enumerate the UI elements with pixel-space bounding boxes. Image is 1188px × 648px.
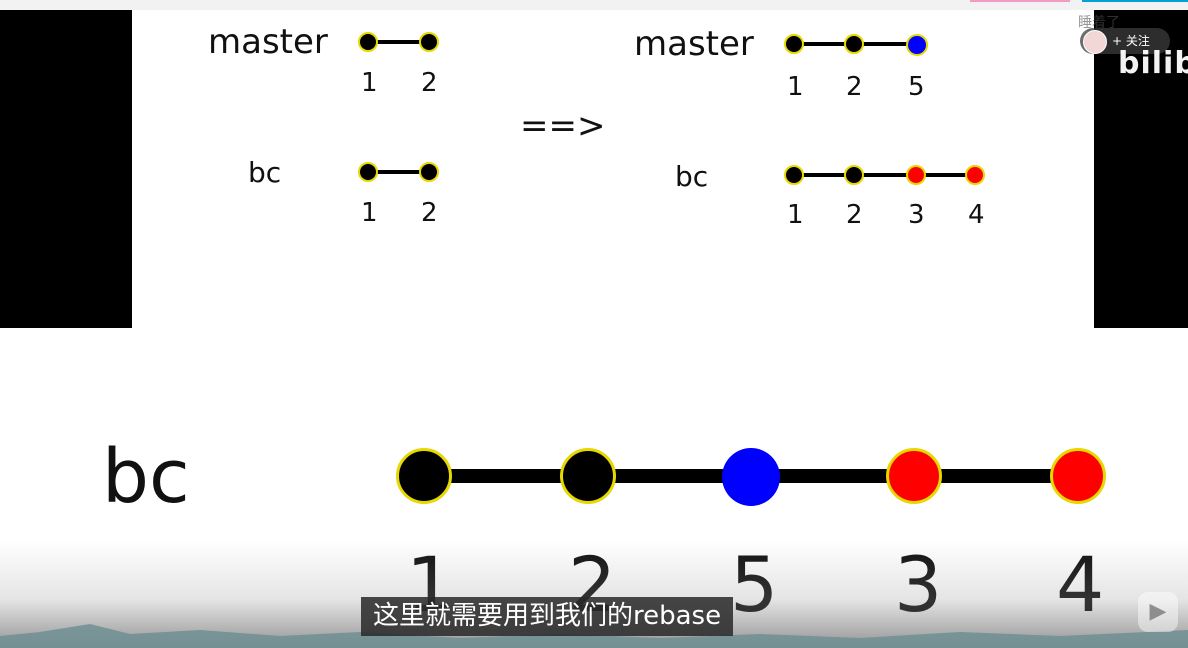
commit-node <box>358 32 378 52</box>
uploader-avatar[interactable] <box>1083 30 1107 54</box>
left-bc-label: bc <box>248 156 282 189</box>
commit-number: 4 <box>968 200 985 230</box>
commit-node-new-master <box>722 448 780 506</box>
right-bc-label: bc <box>675 160 709 193</box>
top-pink-button-edge[interactable] <box>970 0 1070 2</box>
top-strip <box>0 0 1188 10</box>
commit-node <box>358 162 378 182</box>
left-letterbox <box>0 10 132 328</box>
zoomed-bc-label: bc <box>102 434 190 520</box>
commit-node-branch <box>906 165 926 185</box>
commit-node-branch <box>965 165 985 185</box>
commit-number: 5 <box>908 72 925 102</box>
commit-number: 2 <box>846 72 863 102</box>
right-letterbox <box>1094 10 1188 328</box>
uploader-name: Mr.Bye <box>1018 50 1080 71</box>
bilibili-logo: bilib <box>1118 46 1188 81</box>
commit-node-branch <box>886 448 942 504</box>
video-subtitle: 这里就需要用到我们的rebase <box>361 597 734 636</box>
commit-node-new-master <box>906 34 928 56</box>
commit-node <box>844 165 864 185</box>
commit-number: 2 <box>421 198 438 228</box>
commit-node <box>419 162 439 182</box>
commit-node <box>396 448 452 504</box>
uploader-status: 睡着了 <box>1078 15 1120 31</box>
right-master-label: master <box>634 24 754 64</box>
commit-node <box>844 34 864 54</box>
commit-node <box>784 34 804 54</box>
commit-node <box>784 165 804 185</box>
commit-number: 1 <box>361 198 378 228</box>
left-master-label: master <box>208 22 328 62</box>
play-icon[interactable]: ▶ <box>1138 592 1178 632</box>
commit-node <box>560 448 616 504</box>
commit-number: 1 <box>361 68 378 98</box>
commit-node-branch <box>1050 448 1106 504</box>
commit-number: 1 <box>787 200 804 230</box>
left-bc-line <box>368 170 430 174</box>
left-master-line <box>368 40 430 44</box>
commit-node <box>419 32 439 52</box>
commit-number: 2 <box>846 200 863 230</box>
transition-arrow: ==> <box>520 106 606 146</box>
slide-area <box>132 10 1094 328</box>
right-bc-line <box>794 173 976 177</box>
commit-number: 2 <box>421 68 438 98</box>
commit-number: 3 <box>908 200 925 230</box>
commit-number: 1 <box>787 72 804 102</box>
top-blue-button-edge[interactable] <box>1082 0 1188 2</box>
landscape-decoration <box>0 624 1188 648</box>
